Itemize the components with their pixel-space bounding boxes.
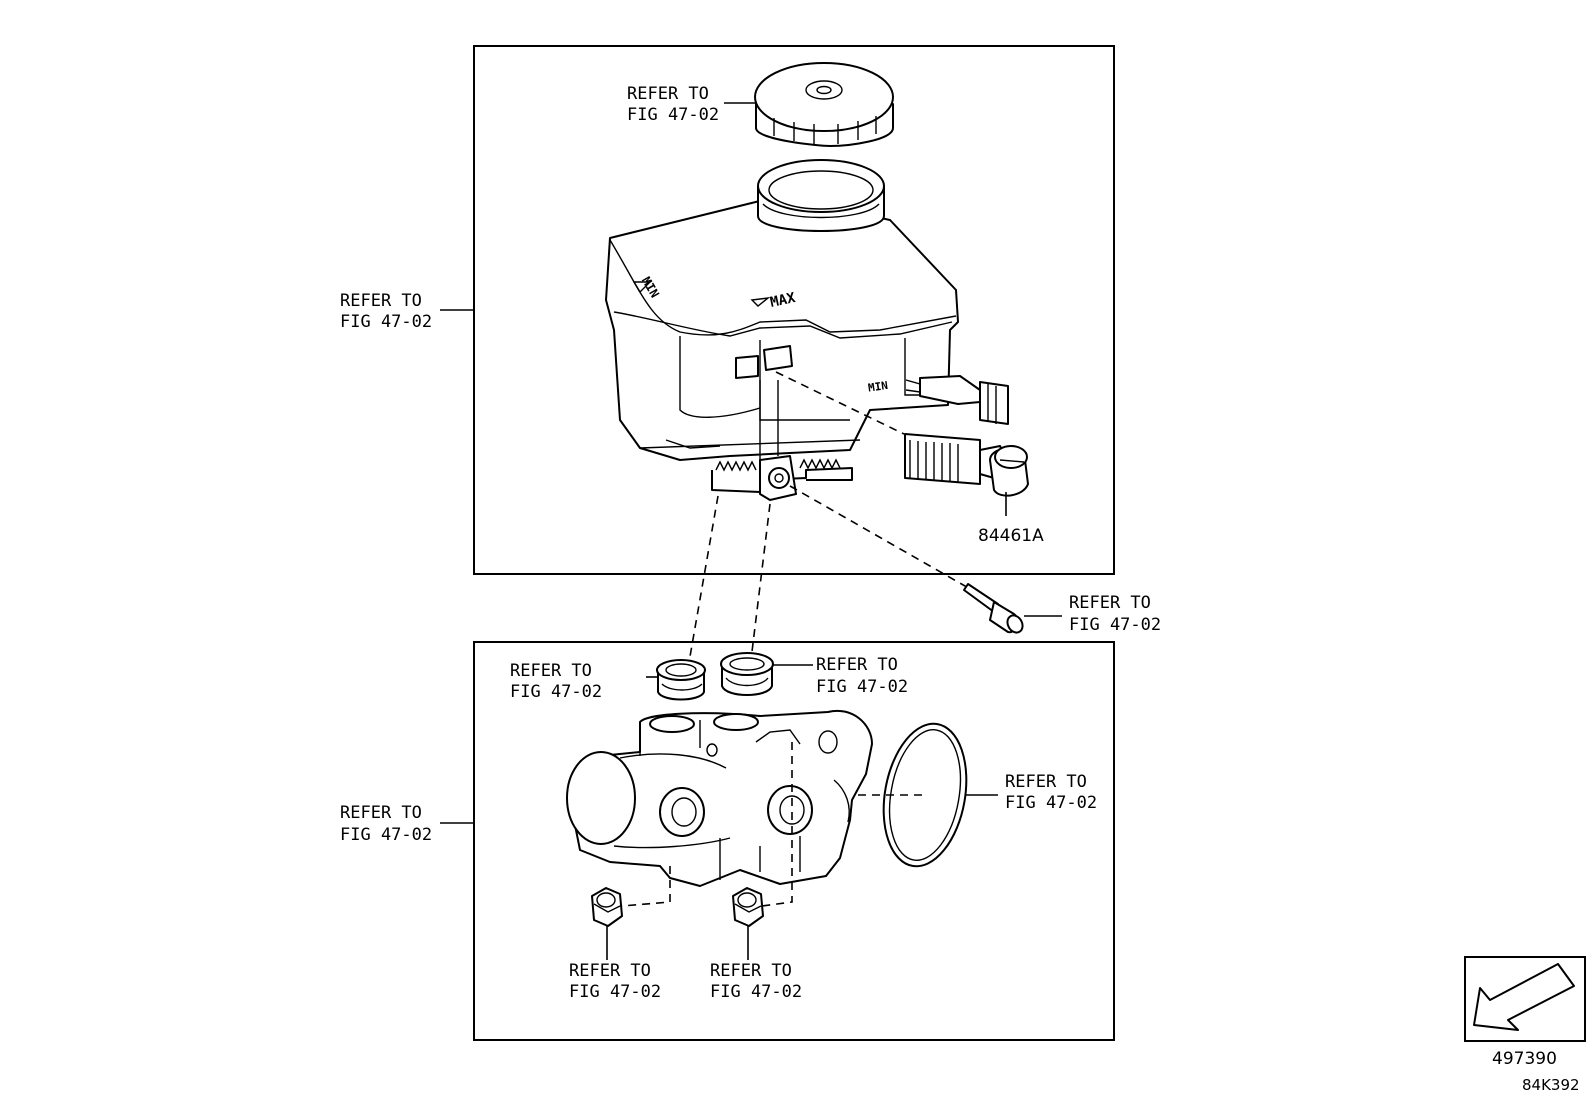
nut-right-dash-leader (761, 742, 793, 907)
part-number-label: 84461A (978, 526, 1044, 546)
reservoir-cap (754, 62, 894, 147)
callout-pin-line1: REFER TO (1069, 593, 1151, 613)
reservoir-embossed-mark: MIN (867, 379, 888, 395)
callout-cap-line1: REFER TO (627, 84, 709, 104)
level-warning-switch (904, 433, 1029, 497)
callout-cap-line2: FIG 47-02 (627, 105, 719, 125)
callout-cylinder-group-line1: REFER TO (340, 803, 422, 823)
o-ring (882, 722, 968, 868)
illustration-number: 497390 (1492, 1049, 1557, 1069)
callout-pin-line2: FIG 47-02 (1069, 615, 1161, 635)
callout-nut-left-line2: FIG 47-02 (569, 982, 661, 1002)
callout-grommet-right-line1: REFER TO (816, 655, 898, 675)
grommet-left (656, 659, 706, 701)
level-switch-connector (905, 375, 1009, 425)
callout-nut-right-line1: REFER TO (710, 961, 792, 981)
pin-dash-leader (789, 485, 973, 591)
callout-grommet-right-line2: FIG 47-02 (816, 677, 908, 697)
callout-grommet-left-line1: REFER TO (510, 661, 592, 681)
figure-code: 84K392 (1522, 1076, 1580, 1094)
right-port-dash-leader (749, 503, 771, 669)
callout-oring-line1: REFER TO (1005, 772, 1087, 792)
left-port-dash-leader (687, 495, 719, 669)
cylinder-group-frame (473, 641, 1115, 1041)
callout-reservoir-group-line1: REFER TO (340, 291, 422, 311)
callout-nut-right-line2: FIG 47-02 (710, 982, 802, 1002)
reservoir-bottom-bracket (711, 380, 853, 501)
max-mark: MAX (769, 290, 798, 311)
reservoir-neck (757, 159, 885, 232)
callout-reservoir-group-line2: FIG 47-02 (340, 312, 432, 332)
reservoir-pin (963, 583, 1024, 634)
switch-dash-leader (775, 371, 905, 435)
callout-oring-line2: FIG 47-02 (1005, 793, 1097, 813)
nut-right (732, 887, 764, 927)
master-cylinder-body (566, 709, 873, 887)
callout-cylinder-group-line2: FIG 47-02 (340, 825, 432, 845)
nut-left (591, 887, 623, 927)
callout-grommet-left-line2: FIG 47-02 (510, 682, 602, 702)
nut-left-dash-leader (621, 866, 671, 907)
front-direction-arrow-icon (1464, 956, 1586, 1042)
reservoir-tank (605, 195, 959, 461)
grommet-right (720, 652, 774, 696)
callout-nut-left-line1: REFER TO (569, 961, 651, 981)
reservoir-clip (735, 345, 793, 379)
